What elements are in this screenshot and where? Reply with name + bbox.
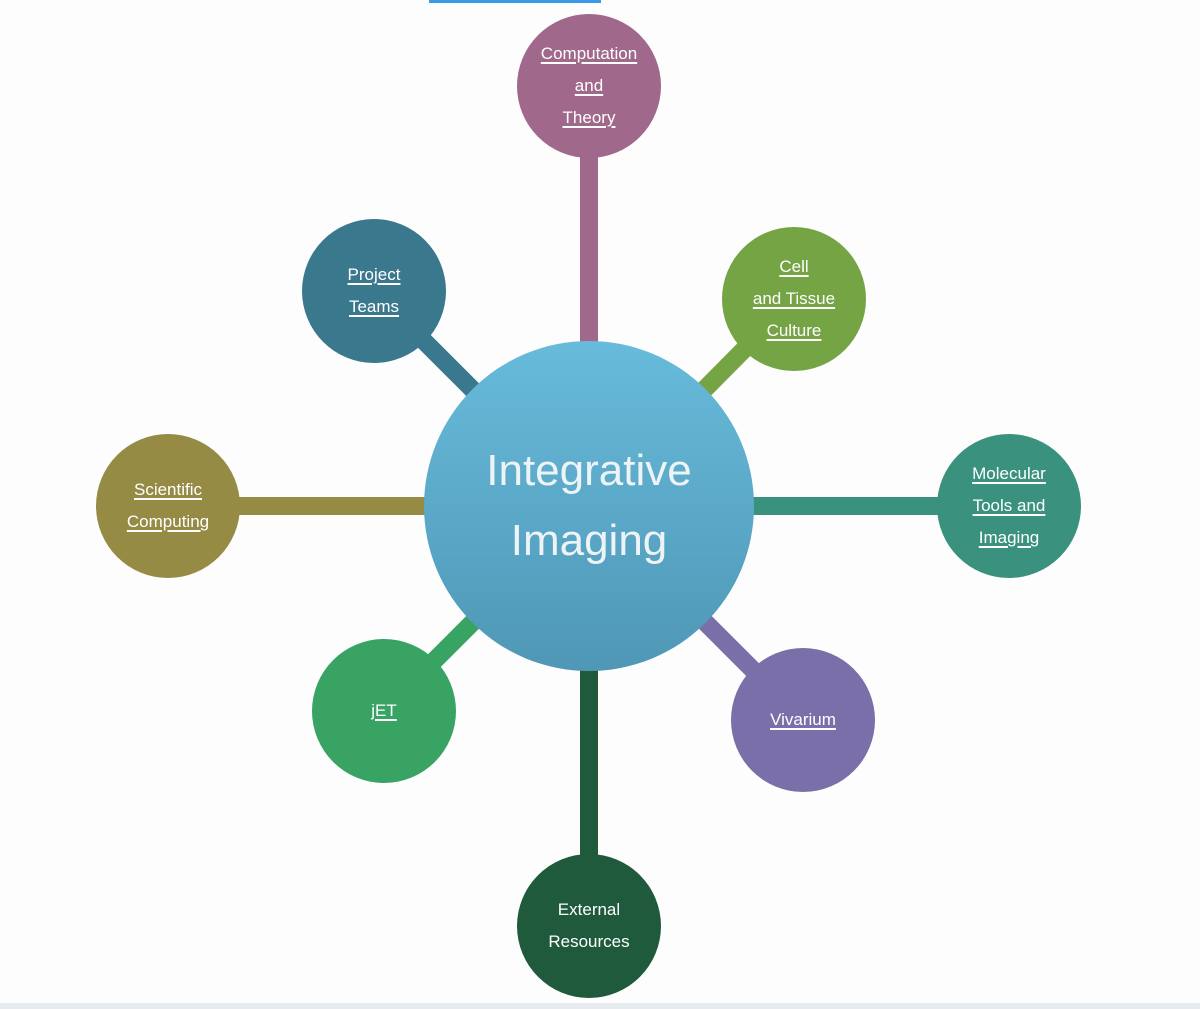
hub-title: Integrative Imaging bbox=[486, 446, 692, 565]
node-jet[interactable]: jET bbox=[312, 639, 456, 783]
node-external-resources: External Resources bbox=[517, 854, 661, 998]
node-label[interactable]: Computation and Theory bbox=[540, 44, 638, 127]
node-label[interactable]: Molecular Tools and Imaging bbox=[972, 464, 1046, 547]
node-molecular-tools-and-imaging[interactable]: Molecular Tools and Imaging bbox=[937, 434, 1081, 578]
bottom-scrollbar-track bbox=[0, 1003, 1200, 1009]
node-label[interactable]: Scientific Computing bbox=[126, 480, 210, 531]
node-label[interactable]: Cell and Tissue Culture bbox=[752, 257, 836, 340]
node-label[interactable]: jET bbox=[371, 701, 397, 720]
node-label[interactable]: Project Teams bbox=[347, 265, 401, 316]
top-accent-bar bbox=[429, 0, 601, 3]
node-label: External Resources bbox=[548, 900, 630, 951]
center-hub: Integrative Imaging bbox=[424, 341, 754, 671]
node-scientific-computing[interactable]: Scientific Computing bbox=[96, 434, 240, 578]
node-project-teams[interactable]: Project Teams bbox=[302, 219, 446, 363]
node-cell-and-tissue-culture[interactable]: Cell and Tissue Culture bbox=[722, 227, 866, 371]
node-vivarium[interactable]: Vivarium bbox=[731, 648, 875, 792]
node-computation-and-theory[interactable]: Computation and Theory bbox=[517, 14, 661, 158]
node-label[interactable]: Vivarium bbox=[770, 710, 836, 729]
